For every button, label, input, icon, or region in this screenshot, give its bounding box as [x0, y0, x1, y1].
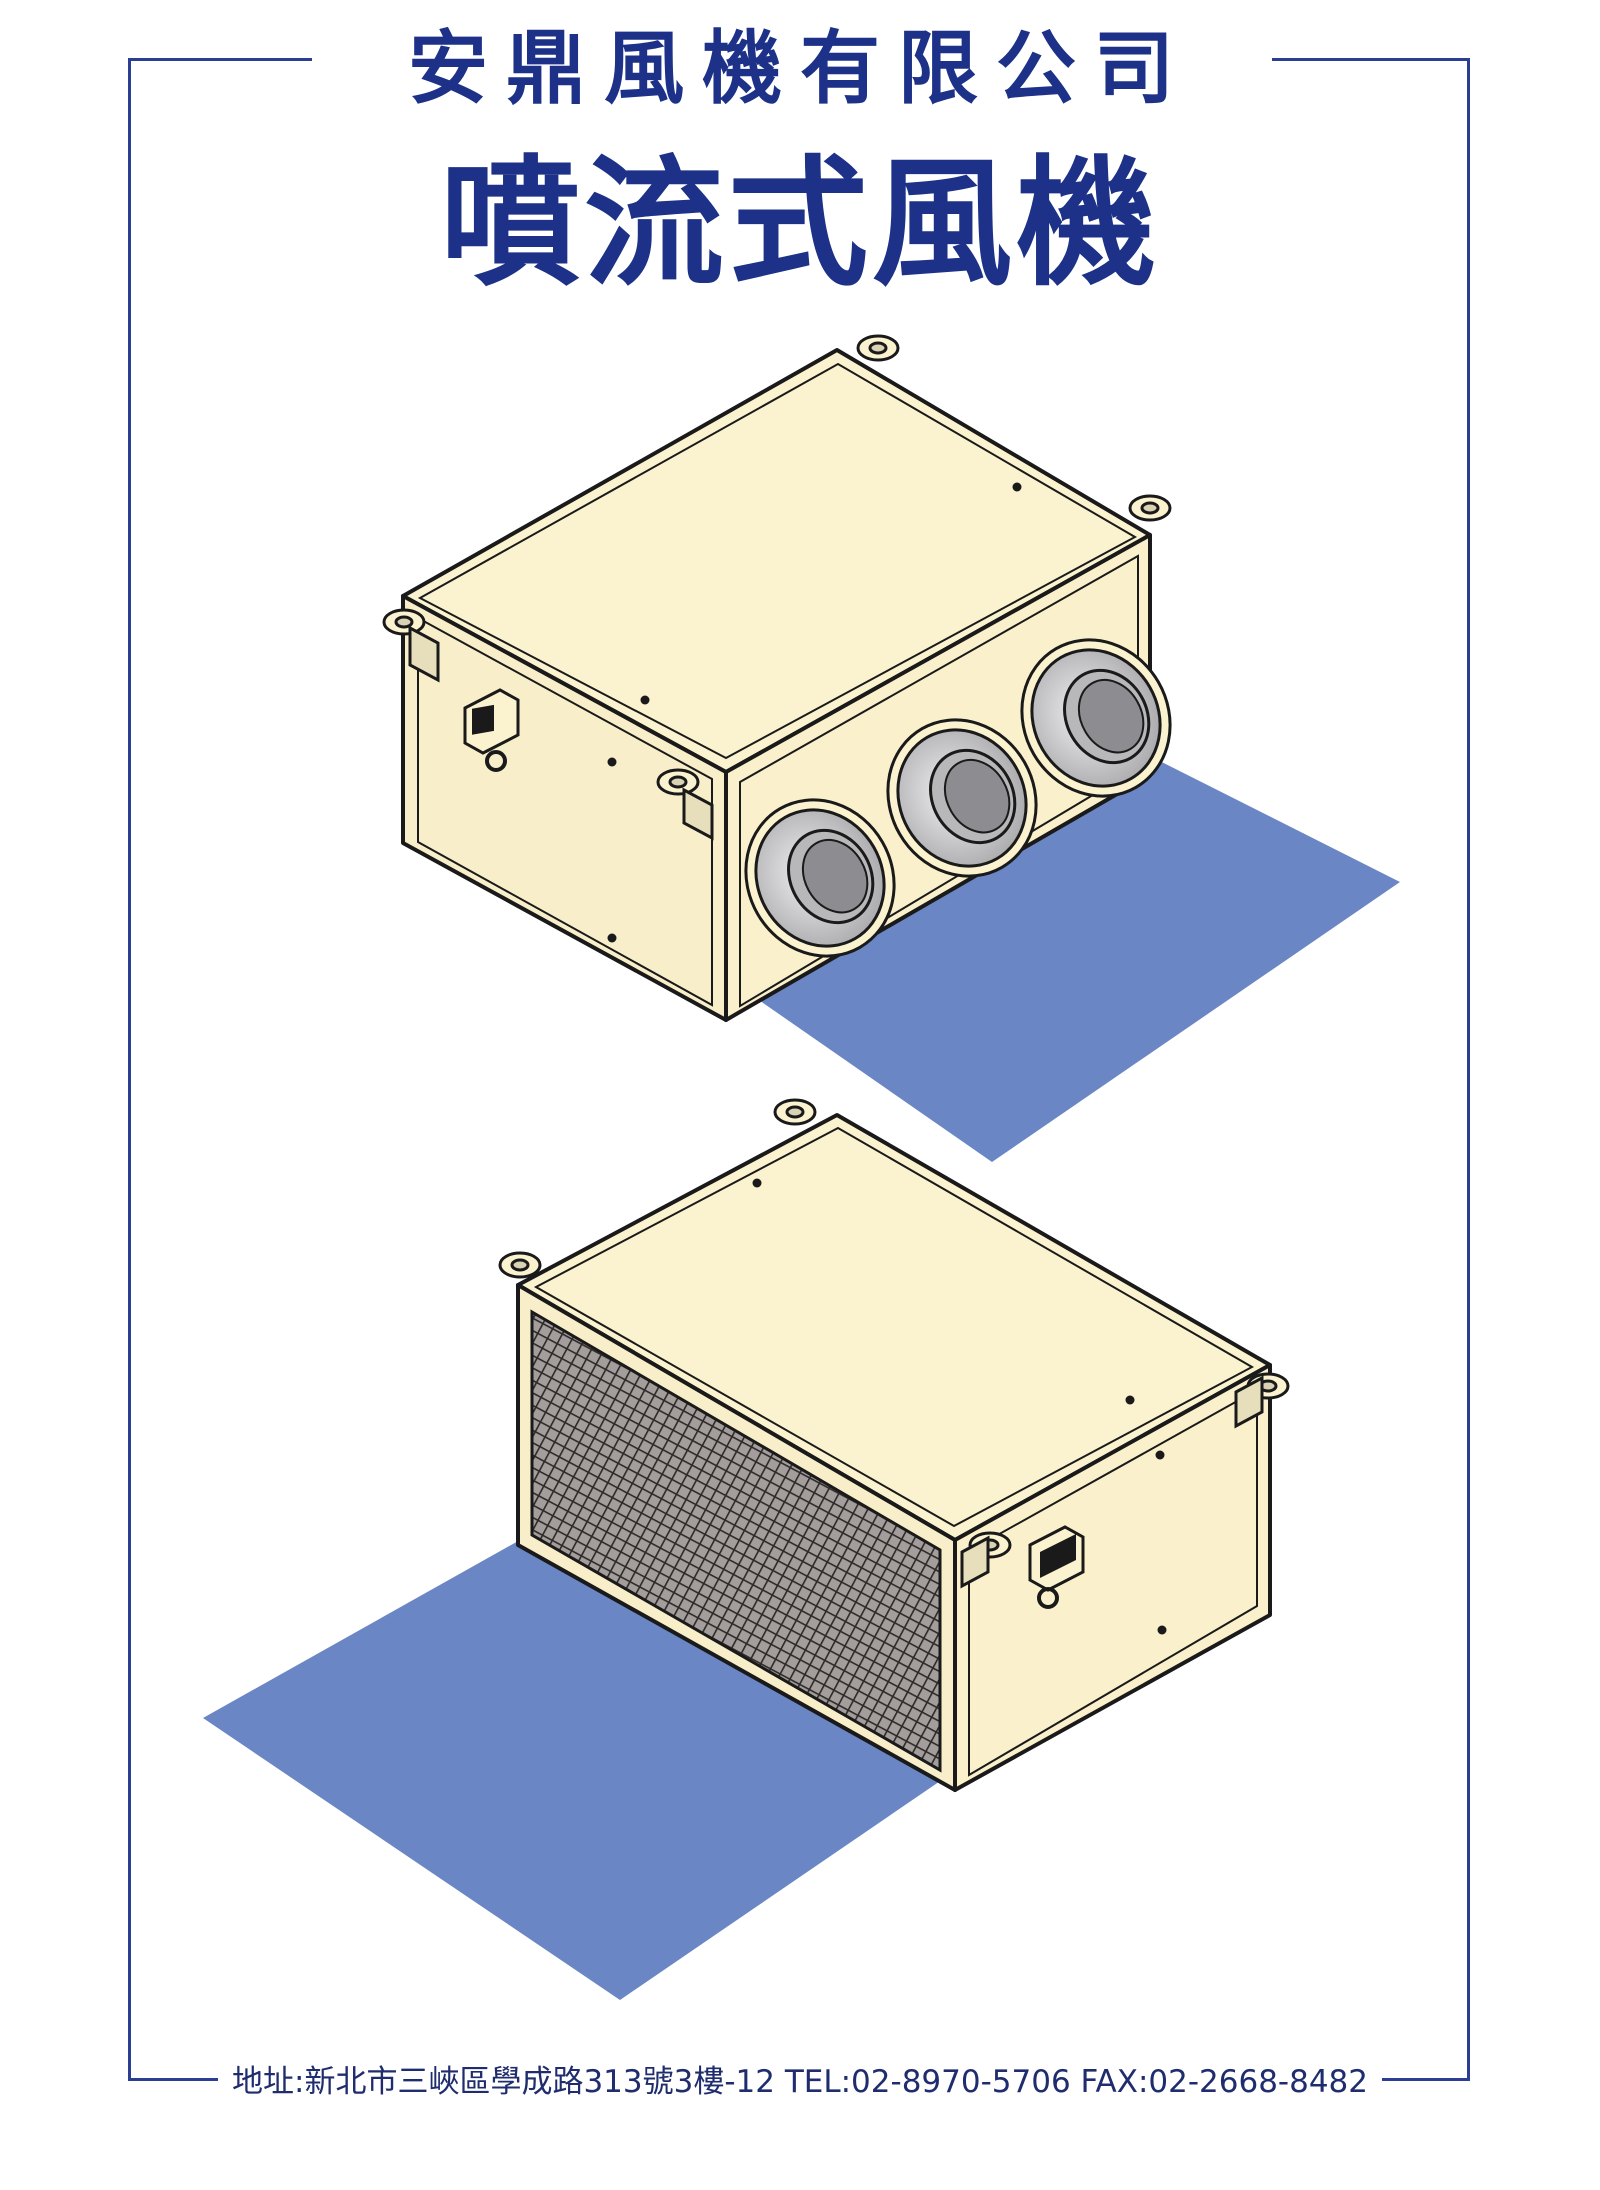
fan-unit-front [382, 334, 1400, 1162]
shadow-front [730, 740, 1400, 1162]
unit-rear-top-rim [533, 1126, 1255, 1528]
shadow-rear [203, 1540, 968, 2000]
grille-panel [530, 1309, 942, 1773]
unit-rear-right [953, 1363, 1272, 1792]
frame-left [128, 58, 131, 2081]
frame-right [1467, 58, 1470, 2081]
product-title: 噴流式風機 [439, 143, 1160, 306]
fan-unit-rear [203, 1098, 1290, 2000]
mount-lug-icon [382, 334, 1172, 796]
unit-front-left-rim [417, 616, 713, 1007]
unit-rear-right-rim [968, 1388, 1258, 1777]
junction-box-icon [1028, 1525, 1085, 1609]
frame-top-left [128, 58, 312, 61]
frame-top-right [1272, 58, 1470, 61]
contact-footer: 地址:新北市三峽區學成路313號3樓-12 TEL:02-8970-5706 F… [0, 2060, 1600, 2104]
nozzle-icon [744, 638, 1172, 958]
unit-front-top-rim [417, 362, 1138, 760]
junction-box-icon [463, 688, 520, 772]
contact-line: 地址:新北市三峽區學成路313號3樓-12 TEL:02-8970-5706 F… [218, 2064, 1382, 2100]
company-name: 安鼎風機有限公司 [408, 21, 1192, 115]
